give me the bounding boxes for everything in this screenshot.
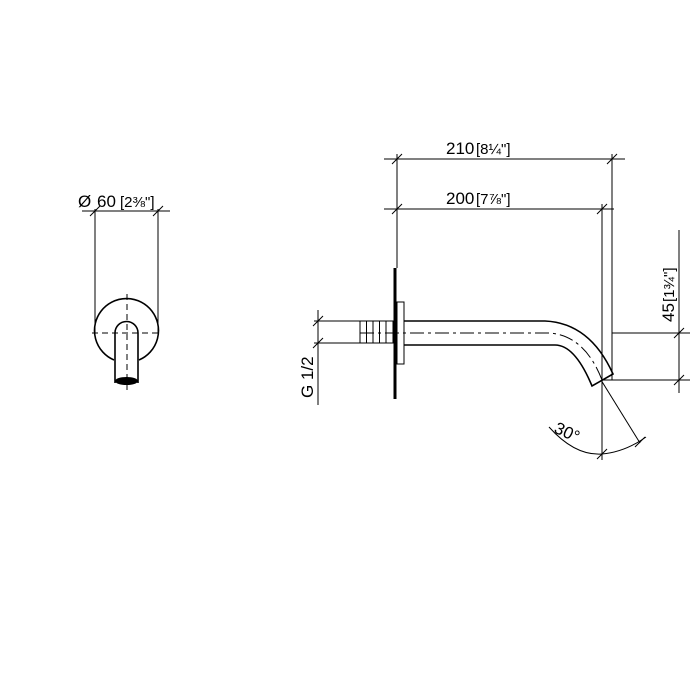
diameter-symbol: Ø [78, 192, 91, 211]
aerator-outlet [115, 377, 138, 385]
spout-length-mm-label: 200 [446, 189, 474, 208]
thread-connector [359, 320, 394, 344]
drop-height-inch-label: [1¾"] [661, 267, 678, 302]
spout-center-line [360, 332, 603, 381]
overall-length-inch-label: [8¼"] [476, 141, 511, 158]
dim-tick [596, 448, 608, 460]
dim-tick [673, 327, 685, 339]
angle-leg [600, 379, 641, 444]
outlet-angle-label: 30° [551, 418, 582, 446]
spout-side [404, 320, 615, 388]
dim-tick [673, 374, 685, 386]
spout-length-inch-label: [7⅞"] [476, 191, 511, 208]
side-view: 210 [8¼"] 200 [7⅞"] [298, 139, 690, 460]
dim-tick [312, 315, 324, 327]
diameter-inch-label: [2⅜"] [120, 194, 155, 211]
drop-height-mm-label: 45 [659, 303, 678, 322]
dim-tick [312, 337, 324, 349]
front-view: Ø 60 [2⅜"] [78, 192, 170, 394]
overall-length-mm-label: 210 [446, 139, 474, 158]
thread-size-label: G 1/2 [298, 356, 317, 398]
spout-front [114, 320, 139, 383]
diameter-mm-label: 60 [97, 192, 116, 211]
dim-tick [634, 436, 646, 448]
